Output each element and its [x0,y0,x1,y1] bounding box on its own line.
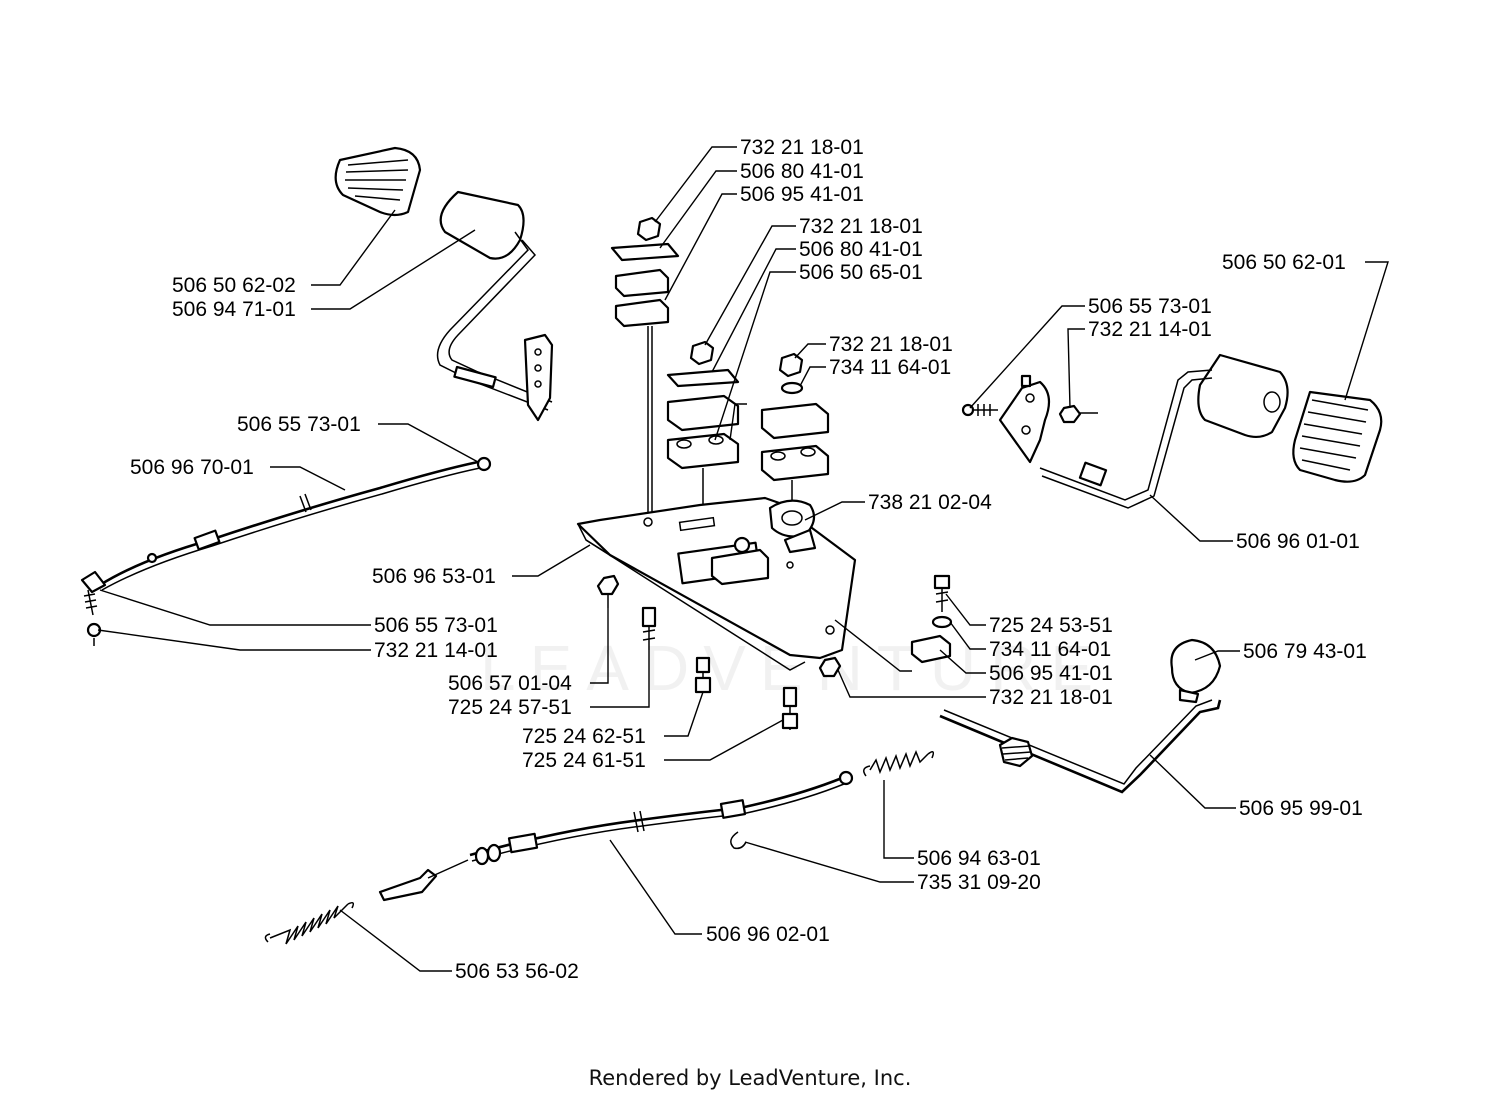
callout-732-21-18-01-a: 732 21 18-01 [740,136,864,159]
callout-506-55-73-01-c: 506 55 73-01 [374,614,498,637]
right-pedal-pad [1292,390,1383,483]
callout-506-96-70-01: 506 96 70-01 [130,456,254,479]
left-pedal-assembly [334,146,554,422]
callout-506-95-41-01-b: 506 95 41-01 [989,662,1113,685]
right-rod-assembly [939,638,1222,794]
callout-725-24-62-51: 725 24 62-51 [522,725,646,748]
callout-506-50-62-01: 506 50 62-01 [1222,251,1346,274]
callout-506-80-41-01-b: 506 80 41-01 [799,238,923,261]
right-pedal-arm [998,353,1289,509]
callout-725-24-53-51: 725 24 53-51 [989,614,1113,637]
callout-506-96-01-01: 506 96 01-01 [1236,530,1360,553]
centre-right-stack [760,352,830,500]
callout-735-31-09-20: 735 31 09-20 [917,871,1041,894]
callout-732-21-14-01-a: 732 21 14-01 [1088,318,1212,341]
callout-725-24-57-51: 725 24 57-51 [448,696,572,719]
callout-734-11-64-01-b: 734 11 64-01 [989,638,1111,661]
callout-738-21-02-04: 738 21 02-04 [868,491,992,514]
callout-732-21-18-01-c: 732 21 18-01 [829,333,953,356]
callout-506-80-41-01-a: 506 80 41-01 [740,160,864,183]
centre-upper-stack [610,216,680,520]
callout-506-79-43-01: 506 79 43-01 [1243,640,1367,663]
callout-734-11-64-01-a: 734 11 64-01 [829,356,951,379]
callout-506-96-02-01: 506 96 02-01 [706,923,830,946]
knob [1170,638,1222,704]
left-pedal-bracket [523,333,554,422]
spring-upper [863,750,935,777]
callout-506-55-73-01-a: 506 55 73-01 [1088,295,1212,318]
right-bolt-stack [818,574,953,678]
callout-506-96-53-01: 506 96 53-01 [372,565,496,588]
callout-506-94-63-01: 506 94 63-01 [917,847,1041,870]
leader-lines [97,146,1389,972]
left-pedal-arm [436,190,553,411]
callout-732-21-18-01-d: 732 21 18-01 [989,686,1113,709]
callout-506-94-71-01: 506 94 71-01 [172,298,296,321]
callout-506-95-41-01-a: 506 95 41-01 [740,183,864,206]
callout-506-50-65-01: 506 50 65-01 [799,261,923,284]
callout-732-21-14-01-b: 732 21 14-01 [374,639,498,662]
callout-506-53-56-02: 506 53 56-02 [455,960,579,983]
right-pedal-assembly [961,353,1383,509]
lower-cable [378,770,854,902]
left-pedal-pad [334,146,422,217]
spring-lower-left [264,901,355,945]
footer-credit: Rendered by LeadVenture, Inc. [588,1066,912,1090]
callout-506-55-73-01-b: 506 55 73-01 [237,413,361,436]
plate-bolts [596,574,799,730]
callout-506-50-62-02: 506 50 62-02 [172,274,296,297]
main-plate [576,496,857,671]
left-cable [80,456,492,646]
rod-gear [998,736,1034,768]
callout-506-95-99-01: 506 95 99-01 [1239,797,1363,820]
callout-732-21-18-01-b: 732 21 18-01 [799,215,923,238]
callout-506-57-01-04: 506 57 01-04 [448,672,572,695]
callout-labels: 732 21 18-01 506 80 41-01 506 95 41-01 7… [130,136,1367,983]
centre-middle-stack [666,340,740,510]
callout-725-24-61-51: 725 24 61-51 [522,749,646,772]
